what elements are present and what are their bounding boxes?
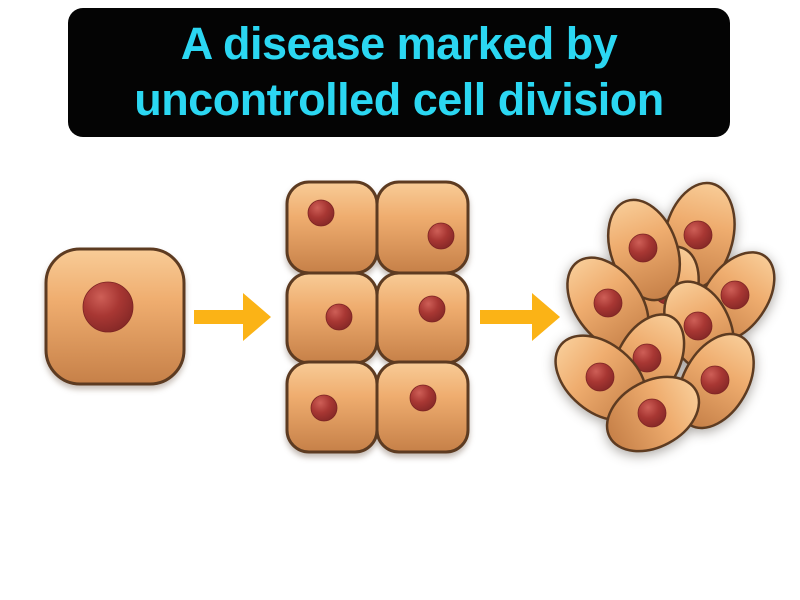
cell-nucleus xyxy=(427,222,455,250)
tumor-cell-nucleus xyxy=(585,362,615,392)
definition-text-line1: A disease marked by xyxy=(180,17,618,69)
tumor-cell-nucleus xyxy=(683,311,713,341)
arrow-right-icon xyxy=(480,293,560,341)
cell-nucleus xyxy=(418,295,446,323)
tumor-cell-nucleus xyxy=(720,280,750,310)
cell-body xyxy=(375,180,470,275)
tumor-cell-nucleus xyxy=(700,365,730,395)
arrows-layer xyxy=(194,293,560,341)
cell-nucleus xyxy=(82,281,134,333)
stage-single-cell xyxy=(44,247,186,386)
definition-banner: A disease marked by uncontrolled cell di… xyxy=(68,8,730,137)
stage-cell-grid xyxy=(285,180,470,454)
tumor-cell-nucleus xyxy=(628,233,658,263)
tumor-cell-nucleus xyxy=(637,398,667,428)
cell-nucleus xyxy=(409,384,437,412)
tumor-cell-nucleus xyxy=(593,288,623,318)
tumor-cell-nucleus xyxy=(632,343,662,373)
cell-nucleus xyxy=(325,303,353,331)
arrow-right-icon xyxy=(194,293,271,341)
cell-nucleus xyxy=(310,394,338,422)
tumor-cell-nucleus xyxy=(683,220,713,250)
definition-text-line2: uncontrolled cell division xyxy=(134,73,664,125)
stage-tumor-cluster xyxy=(554,181,776,453)
cell-nucleus xyxy=(307,199,335,227)
cell-body xyxy=(285,180,379,275)
